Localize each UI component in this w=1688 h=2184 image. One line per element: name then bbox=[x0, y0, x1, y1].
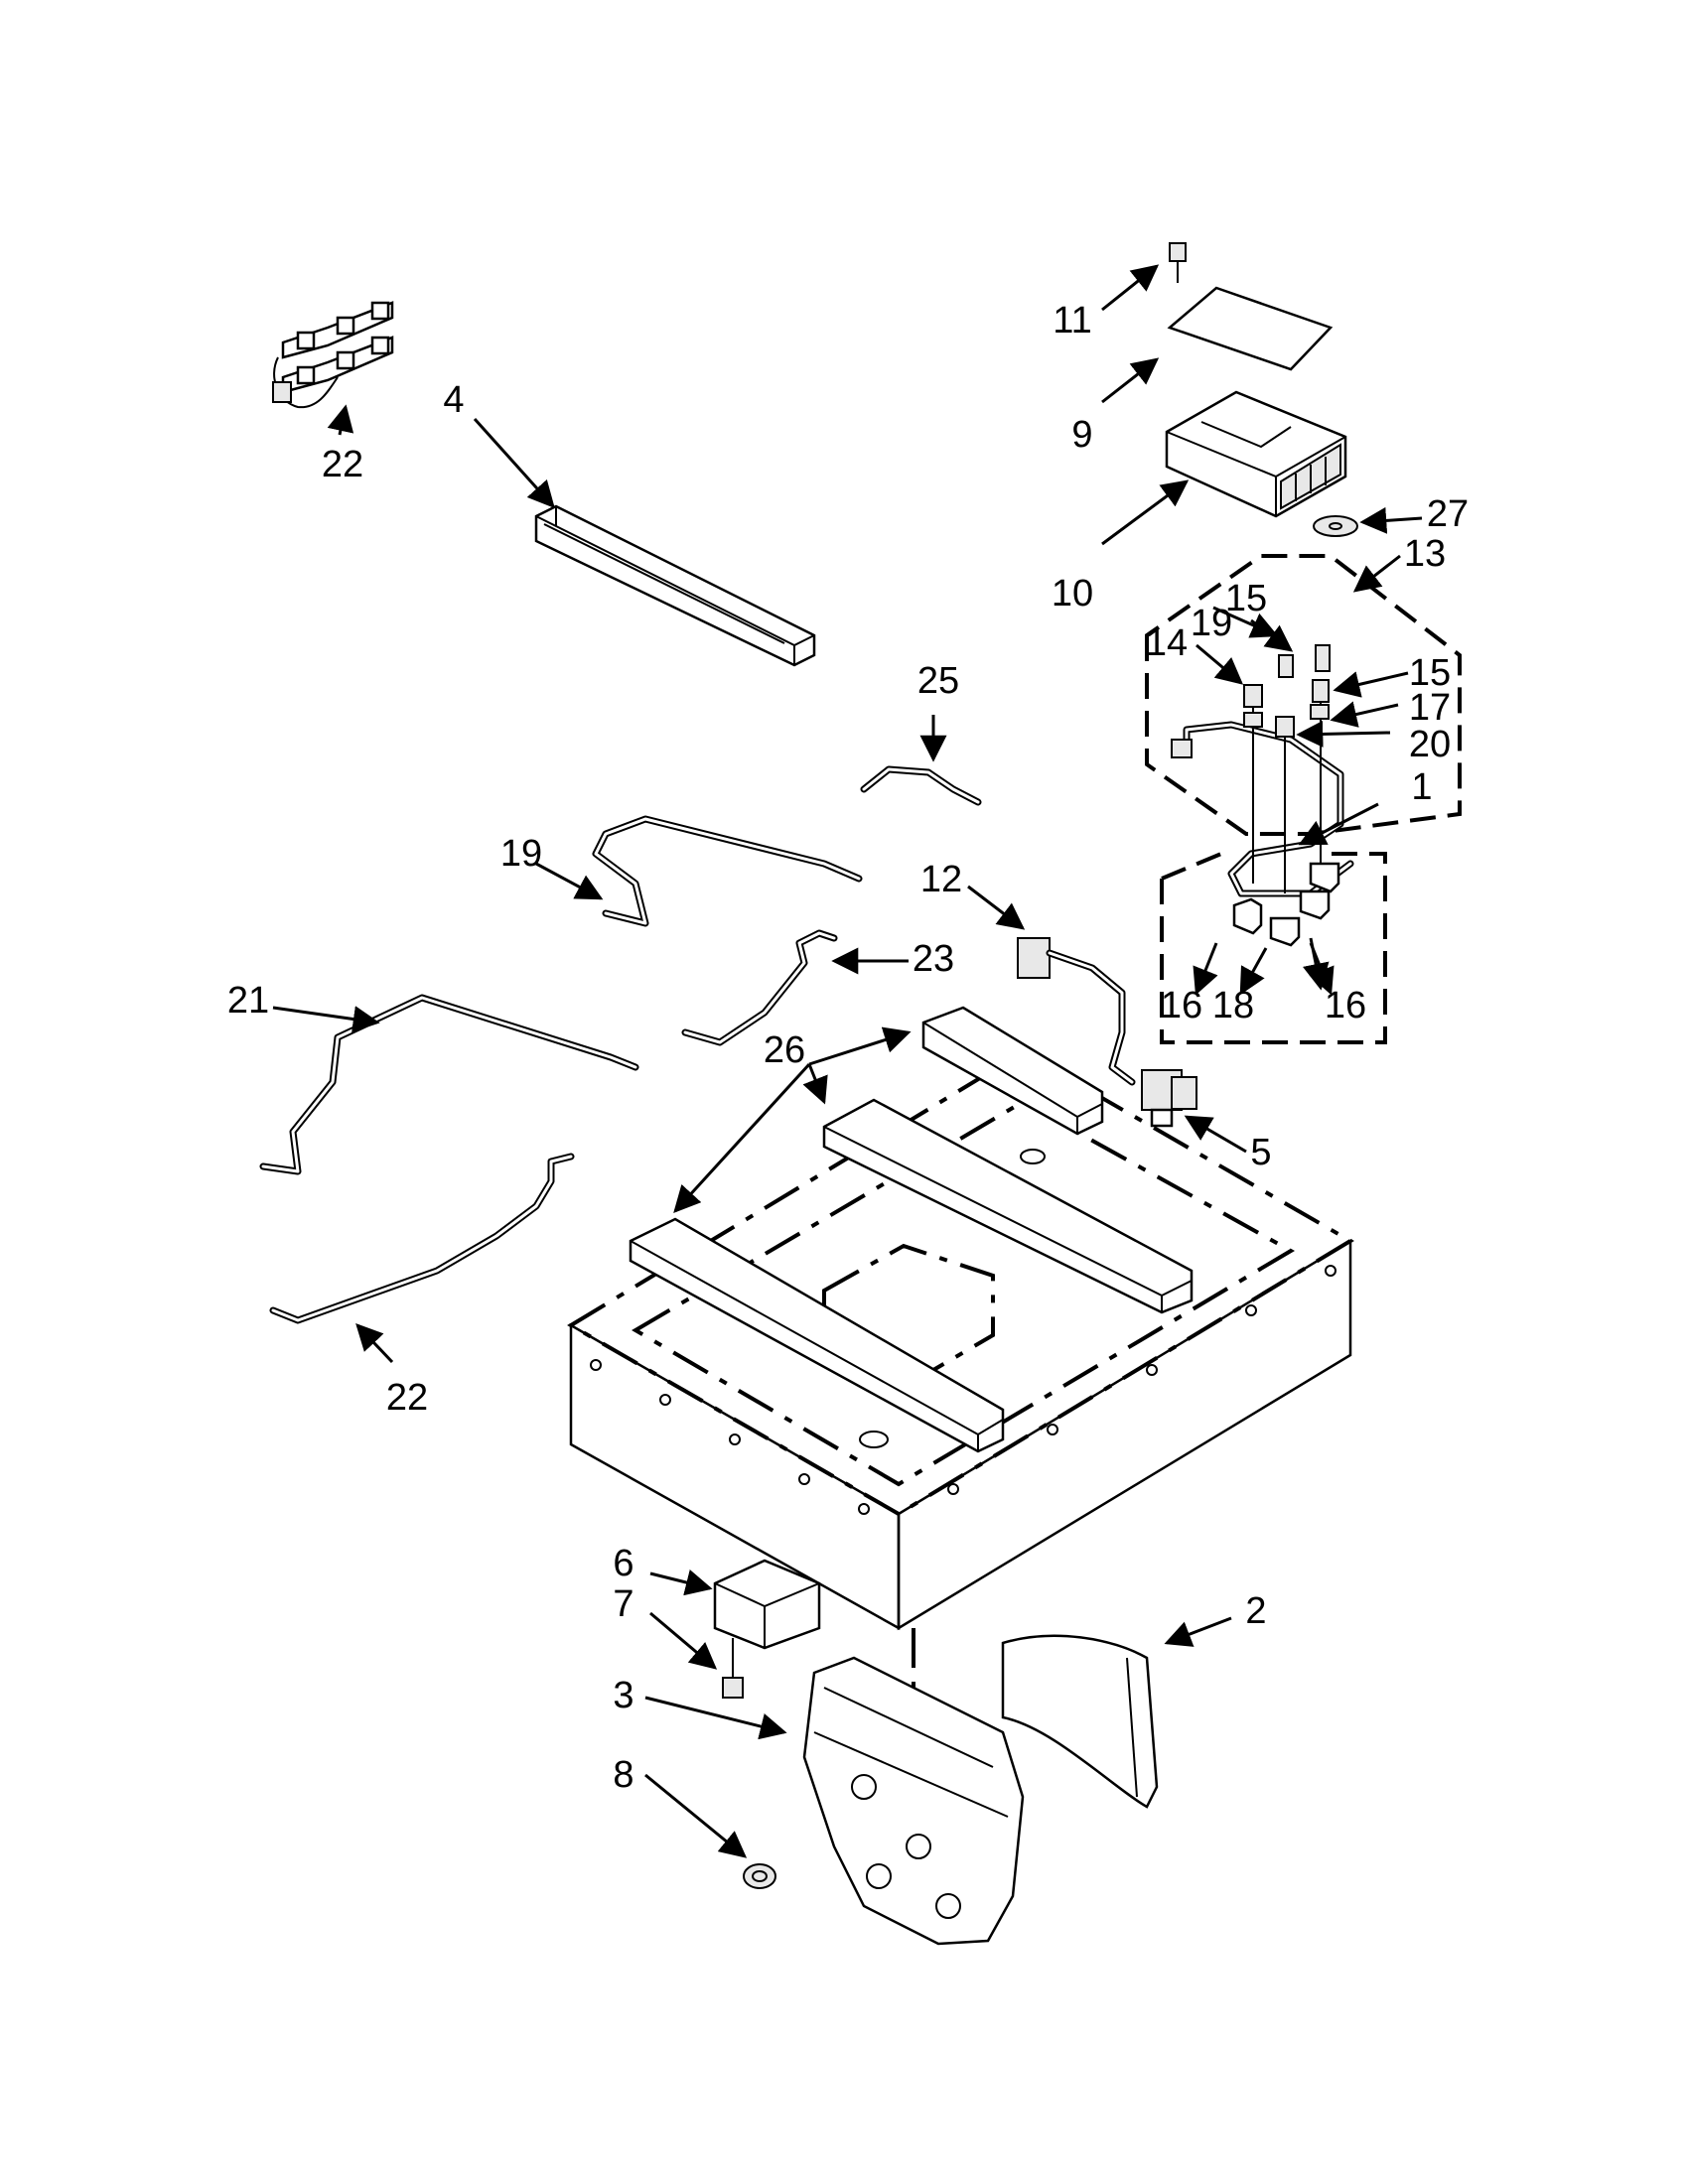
part-25-tube bbox=[860, 765, 982, 806]
callout-17: 17 bbox=[1409, 687, 1451, 729]
part-11-screw bbox=[1169, 242, 1187, 283]
callout-25: 25 bbox=[917, 660, 959, 702]
callout-11: 11 bbox=[1053, 300, 1091, 341]
callout-12: 12 bbox=[920, 859, 962, 900]
callout-8: 8 bbox=[613, 1754, 633, 1796]
part-8-plug bbox=[743, 1863, 776, 1889]
callout-16-left: 16 bbox=[1161, 985, 1202, 1026]
callout-10: 10 bbox=[1052, 573, 1093, 614]
callout-13: 13 bbox=[1404, 533, 1446, 575]
callout-21: 21 bbox=[227, 980, 269, 1022]
part-26-support-channels bbox=[629, 1006, 1194, 1453]
callout-19-right: 20 bbox=[1409, 724, 1451, 765]
part-5-gas-valve bbox=[1141, 1069, 1197, 1128]
part-3-burner-housing bbox=[802, 1656, 1025, 1946]
callout-16-right: 16 bbox=[1325, 985, 1366, 1026]
callout-15-top: 15 bbox=[1225, 578, 1267, 619]
burner-box-frame bbox=[567, 1049, 1354, 1707]
callout-18: 18 bbox=[1212, 985, 1254, 1026]
part-22-tube bbox=[269, 1153, 575, 1324]
callout-labels: 22 4 11 9 10 27 13 15 19 14 15 17 20 1 2… bbox=[227, 300, 1469, 1796]
callout-14: 14 bbox=[1146, 622, 1188, 664]
part-21-tube bbox=[259, 994, 639, 1175]
callout-6: 6 bbox=[613, 1543, 633, 1584]
part-20-tube bbox=[592, 815, 863, 927]
callout-19-top: 19 bbox=[1191, 603, 1232, 644]
callout-4: 4 bbox=[443, 379, 464, 421]
part-23-tube bbox=[681, 929, 838, 1046]
callout-27: 27 bbox=[1427, 493, 1469, 535]
callout-24: 22 bbox=[322, 444, 363, 485]
callout-2: 2 bbox=[1245, 1590, 1266, 1632]
callout-7: 7 bbox=[613, 1583, 633, 1625]
part-12-regulator bbox=[1017, 937, 1136, 1086]
callout-26: 26 bbox=[764, 1029, 805, 1071]
part-7-screw bbox=[722, 1638, 744, 1699]
part-4-channel bbox=[534, 504, 816, 667]
callout-15-right: 15 bbox=[1409, 652, 1451, 694]
callout-23: 23 bbox=[913, 938, 954, 980]
part-9-cover-plate bbox=[1167, 286, 1334, 371]
callout-20: 19 bbox=[500, 833, 542, 875]
leader-arrows bbox=[272, 264, 1423, 1858]
part-27-grommet bbox=[1313, 515, 1358, 537]
part-6-box-bracket bbox=[713, 1559, 821, 1650]
part-10-control-box bbox=[1165, 390, 1347, 518]
callout-9: 9 bbox=[1071, 414, 1092, 456]
part-13-manifold-assembly-outline bbox=[1145, 554, 1462, 1044]
callout-5: 5 bbox=[1250, 1132, 1271, 1173]
part-2-shield bbox=[1001, 1634, 1159, 1809]
callout-3: 3 bbox=[613, 1675, 633, 1716]
callout-1: 1 bbox=[1411, 766, 1432, 808]
parts-16-18-brackets bbox=[1232, 862, 1340, 947]
part-24-harness bbox=[272, 301, 394, 409]
callout-22: 22 bbox=[386, 1377, 428, 1419]
